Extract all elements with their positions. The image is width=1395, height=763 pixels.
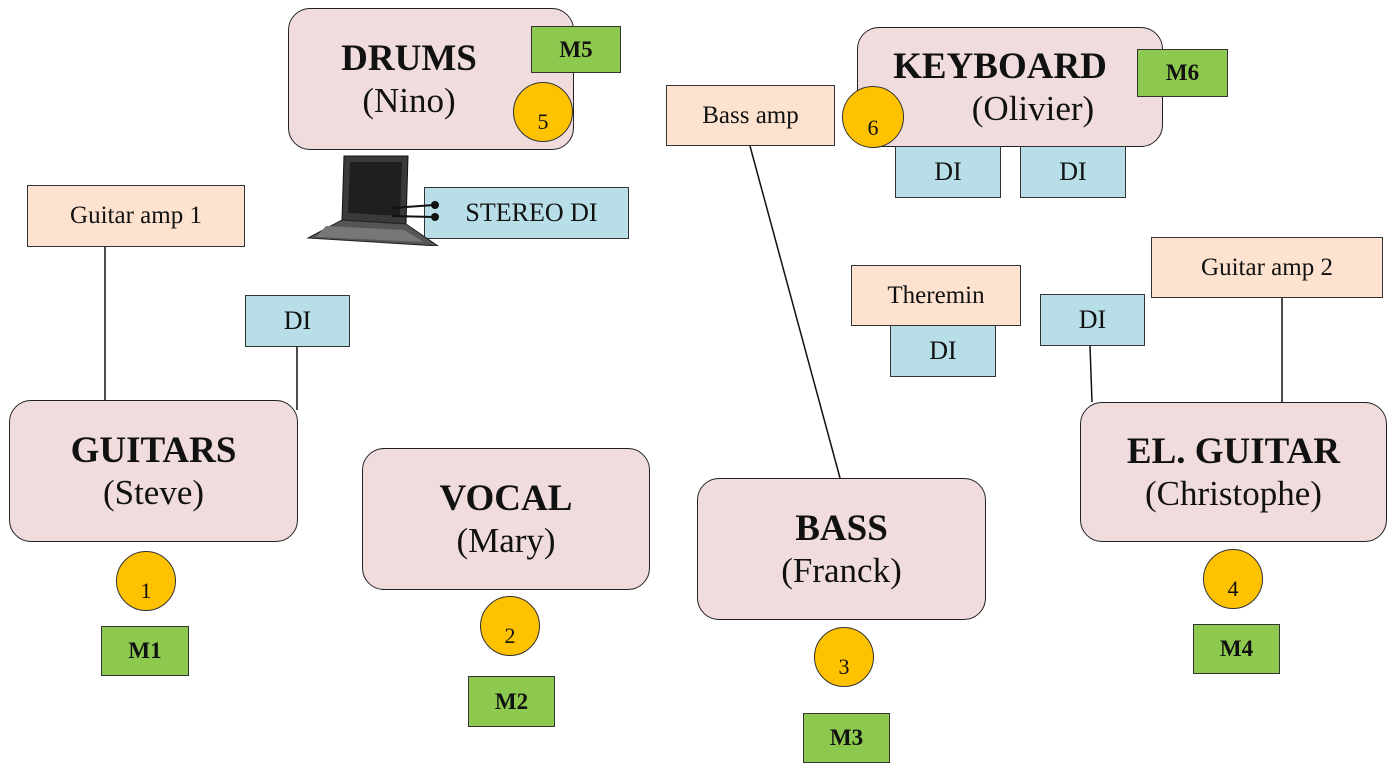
bass-musician-name: (Franck) (781, 551, 902, 591)
elguitar-di-box: DI (1040, 294, 1145, 346)
monitor-1: 1 (116, 551, 176, 611)
monitor-2: 2 (480, 596, 540, 656)
stereo-di-box: STEREO DI (424, 187, 629, 239)
laptop-cables (391, 201, 439, 221)
keyboard-musician-name: (Olivier) (971, 89, 1095, 129)
mic-m3: M3 (803, 713, 890, 763)
mic-m1: M1 (101, 626, 189, 676)
monitor-3: 3 (814, 627, 874, 687)
guitars-musician-name: (Steve) (102, 473, 205, 513)
elguitar-station: EL. GUITAR (Christophe) (1080, 402, 1387, 542)
guitar-amp-2: Guitar amp 2 (1151, 237, 1383, 298)
elguitar-di-cable (1089, 345, 1093, 403)
theremin-box: Theremin (851, 265, 1021, 326)
bass-amp-cable (749, 145, 841, 479)
mic-m4: M4 (1193, 624, 1280, 674)
monitor-5: 5 (513, 82, 573, 142)
vocal-label: VOCAL (439, 477, 573, 519)
guitars-station: GUITARS (Steve) (9, 400, 298, 542)
theremin-di-box: DI (890, 325, 996, 377)
elguitar-label: EL. GUITAR (1126, 430, 1341, 472)
keyboard-station: KEYBOARD (Olivier) (857, 27, 1163, 147)
vocal-musician-name: (Mary) (456, 521, 556, 561)
guitar-amp-1: Guitar amp 1 (27, 185, 245, 247)
keyboard-label: KEYBOARD (893, 45, 1107, 87)
bass-station: BASS (Franck) (697, 478, 986, 620)
elguitar-musician-name: (Christophe) (1145, 474, 1322, 514)
monitor-6: 6 (842, 86, 904, 148)
monitor-4: 4 (1203, 549, 1263, 609)
drums-label: DRUMS (341, 37, 477, 79)
bass-label: BASS (795, 507, 888, 549)
vocal-station: VOCAL (Mary) (362, 448, 650, 590)
bass-amp: Bass amp (666, 85, 835, 146)
guitars-di-box: DI (245, 295, 350, 347)
laptop-icon (306, 155, 439, 246)
keyboard-di-box-left: DI (895, 146, 1001, 198)
drums-musician-name: (Nino) (362, 81, 456, 121)
guitars-label: GUITARS (70, 429, 237, 471)
keyboard-di-box-right: DI (1020, 146, 1126, 198)
drums-station: DRUMS (Nino) (288, 8, 574, 150)
mic-m2: M2 (468, 676, 555, 727)
mic-m5: M5 (531, 26, 621, 73)
mic-m6: M6 (1137, 49, 1228, 97)
